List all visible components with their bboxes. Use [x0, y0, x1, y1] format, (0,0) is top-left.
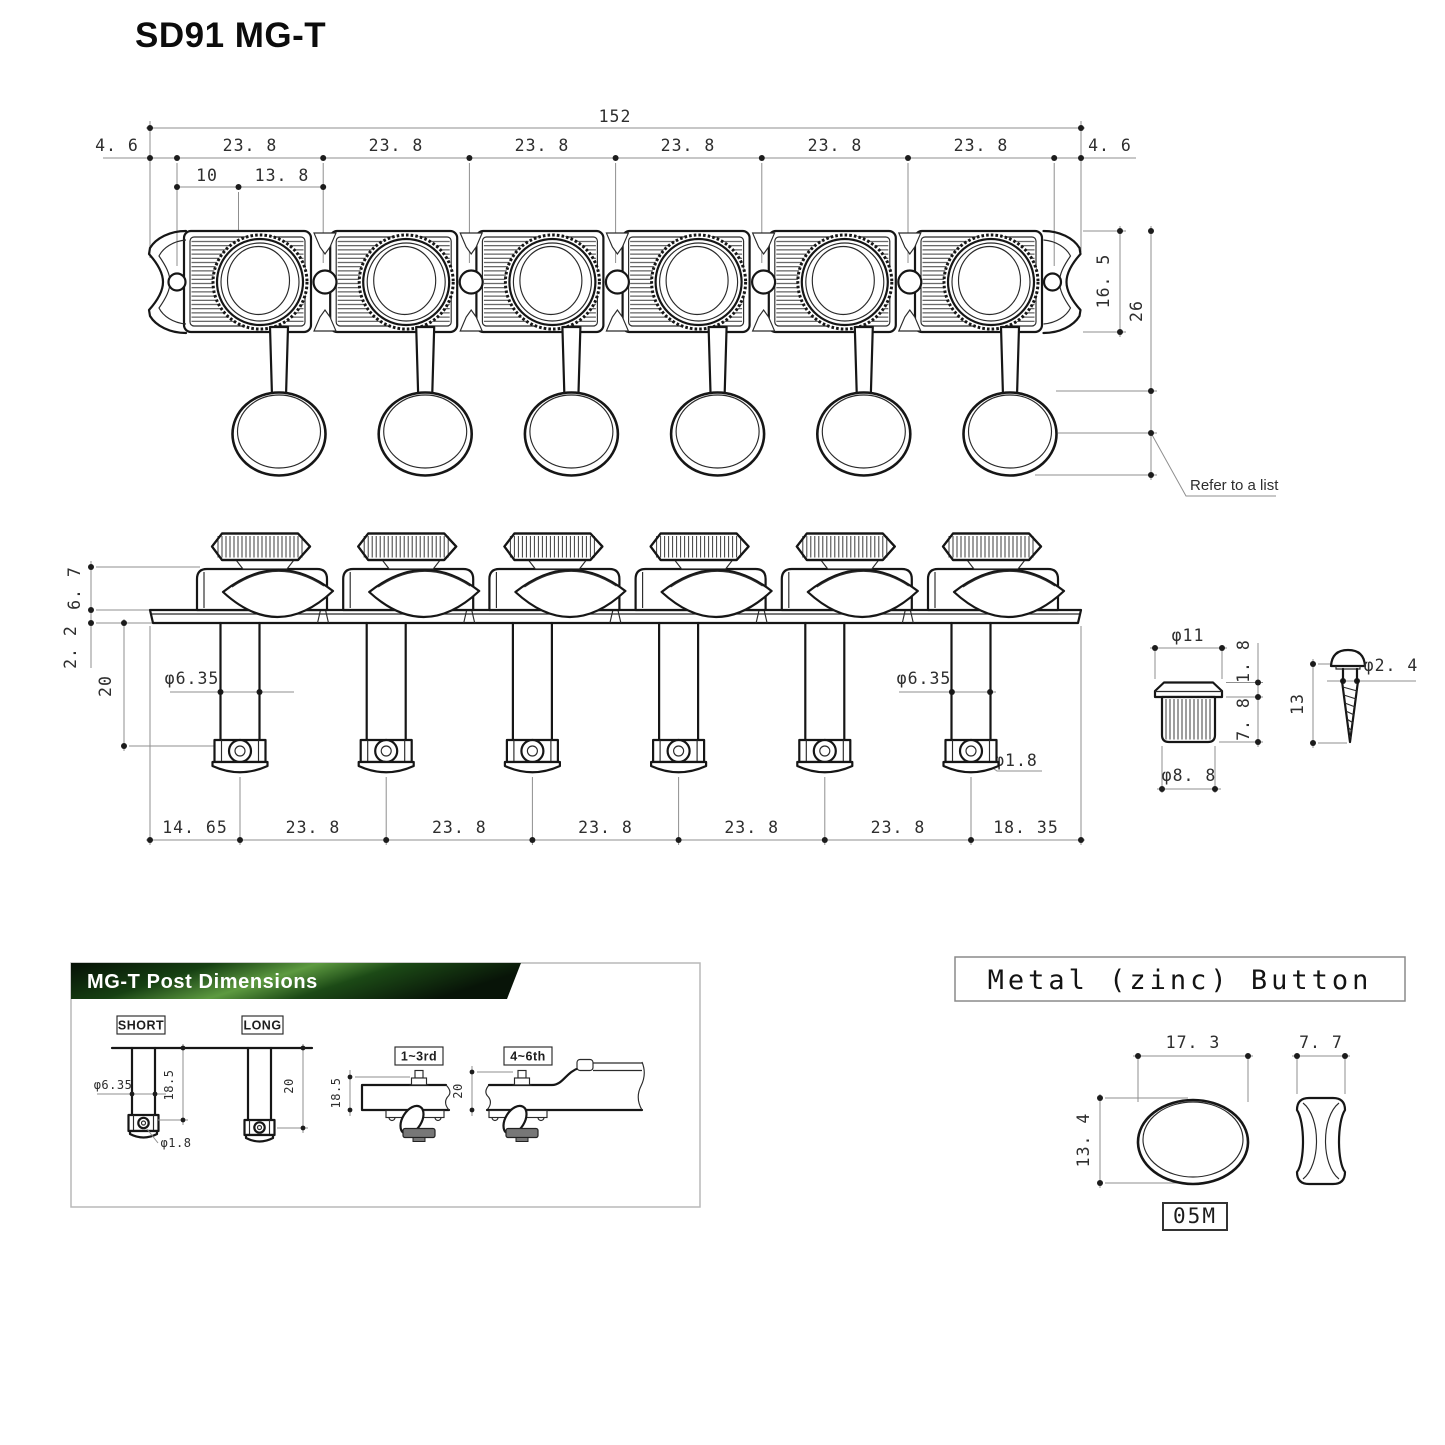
dim-button-side-width: 7. 7 [1299, 1033, 1343, 1052]
screw-detail: φ2. 4 13 [1288, 648, 1419, 748]
dim-pitch-5: 23. 8 [808, 136, 863, 155]
side-view-drawing [148, 532, 1083, 774]
dim-pitch-2: 23. 8 [369, 136, 424, 155]
button-panel-header: Metal (zinc) Button [988, 965, 1373, 996]
button-panel: Metal (zinc) Button 17. 3 7. 7 13. 4 05M [954, 956, 1406, 1231]
panel-header: MG-T Post Dimensions [87, 971, 318, 993]
plate-end-right [1042, 229, 1082, 335]
dim-string-hole: φ1.8 [994, 751, 1038, 770]
panel-banner [71, 963, 521, 999]
dim-overall-length: 152 [599, 107, 632, 126]
dim-end-margin-left: 4. 6 [95, 136, 139, 155]
dim-sub-13-8: 13. 8 [255, 166, 310, 185]
button-front-view [1136, 1098, 1250, 1186]
long-label: LONG [243, 1019, 281, 1033]
dim-headstock-4-6: 20 [451, 1083, 465, 1098]
page-title: SD91 MG-T [135, 16, 326, 55]
dim-short-post-length: 18.5 [162, 1070, 176, 1101]
short-label: SHORT [118, 1019, 164, 1033]
dim-pitch-6: 23. 8 [954, 136, 1009, 155]
dim-bottom-4: 23. 8 [578, 818, 633, 837]
dim-button-width: 17. 3 [1166, 1033, 1221, 1052]
headstock-diagram-1-3 [360, 1069, 451, 1143]
range-1-3-label: 1~3rd [401, 1050, 437, 1064]
top-view-drawing [147, 229, 1082, 477]
dim-long-post-length: 20 [282, 1078, 296, 1093]
dim-button-height: 13. 4 [1074, 1113, 1093, 1168]
dim-plate-thickness: 2. 2 [61, 625, 80, 669]
button-model-code: 05M [1173, 1204, 1217, 1228]
dim-bottom-2: 23. 8 [286, 818, 341, 837]
dim-short-post-dia: φ6.35 [94, 1078, 133, 1092]
dim-button-stickup: 6. 7 [65, 566, 84, 610]
post-dimensions-panel: MG-T Post Dimensions SHORT LONG φ6.35 18… [70, 962, 701, 1208]
dim-bushing-flange-h: 1. 8 [1234, 639, 1253, 683]
dim-unit-height: 26 [1127, 300, 1146, 322]
dim-bottom-5: 23. 8 [724, 818, 779, 837]
range-4-6-label: 4~6th [510, 1050, 546, 1064]
top-view-dimensions: 152 4. 6 23. 8 23. 8 23. 8 23. 8 23. 8 2… [95, 107, 1279, 497]
dim-headstock-1-3: 18.5 [329, 1078, 343, 1109]
dim-screw-dia: φ2. 4 [1364, 656, 1419, 675]
dim-post-length: 20 [96, 675, 115, 697]
headstock-diagram-4-6 [485, 1058, 645, 1143]
dim-pitch-4: 23. 8 [661, 136, 716, 155]
dim-post-dia-first: φ6.35 [165, 669, 220, 688]
dim-bottom-1: 14. 65 [162, 818, 228, 837]
dim-pitch-3: 23. 8 [515, 136, 570, 155]
dim-bottom-3: 23. 8 [432, 818, 487, 837]
dim-short-post-hole: φ1.8 [161, 1136, 192, 1150]
dim-pitch-1: 23. 8 [223, 136, 278, 155]
dim-bottom-7: 18. 35 [993, 818, 1059, 837]
dim-housing-height: 16. 5 [1094, 254, 1113, 309]
bushing-detail: φ11 1. 8 7. 8 φ8. 8 [1150, 626, 1263, 793]
refer-note: Refer to a list [1190, 477, 1279, 494]
dim-end-margin-right: 4. 6 [1088, 136, 1132, 155]
dim-post-dia-last: φ6.35 [897, 669, 952, 688]
dim-sub-10: 10 [196, 166, 218, 185]
dim-bushing-body-h: 7. 8 [1234, 697, 1253, 741]
dim-bushing-top-dia: φ11 [1172, 626, 1205, 645]
dim-bushing-body-dia: φ8. 8 [1162, 766, 1217, 785]
dim-screw-length: 13 [1288, 693, 1307, 715]
plate-seams [316, 609, 914, 624]
plate-end-left [147, 229, 188, 335]
button-side-view [1295, 1096, 1347, 1186]
side-view-dimensions: 6. 7 2. 2 20 φ6.35 φ6.35 φ1.8 14. 65 23.… [61, 561, 1085, 845]
dim-bottom-6: 23. 8 [871, 818, 926, 837]
